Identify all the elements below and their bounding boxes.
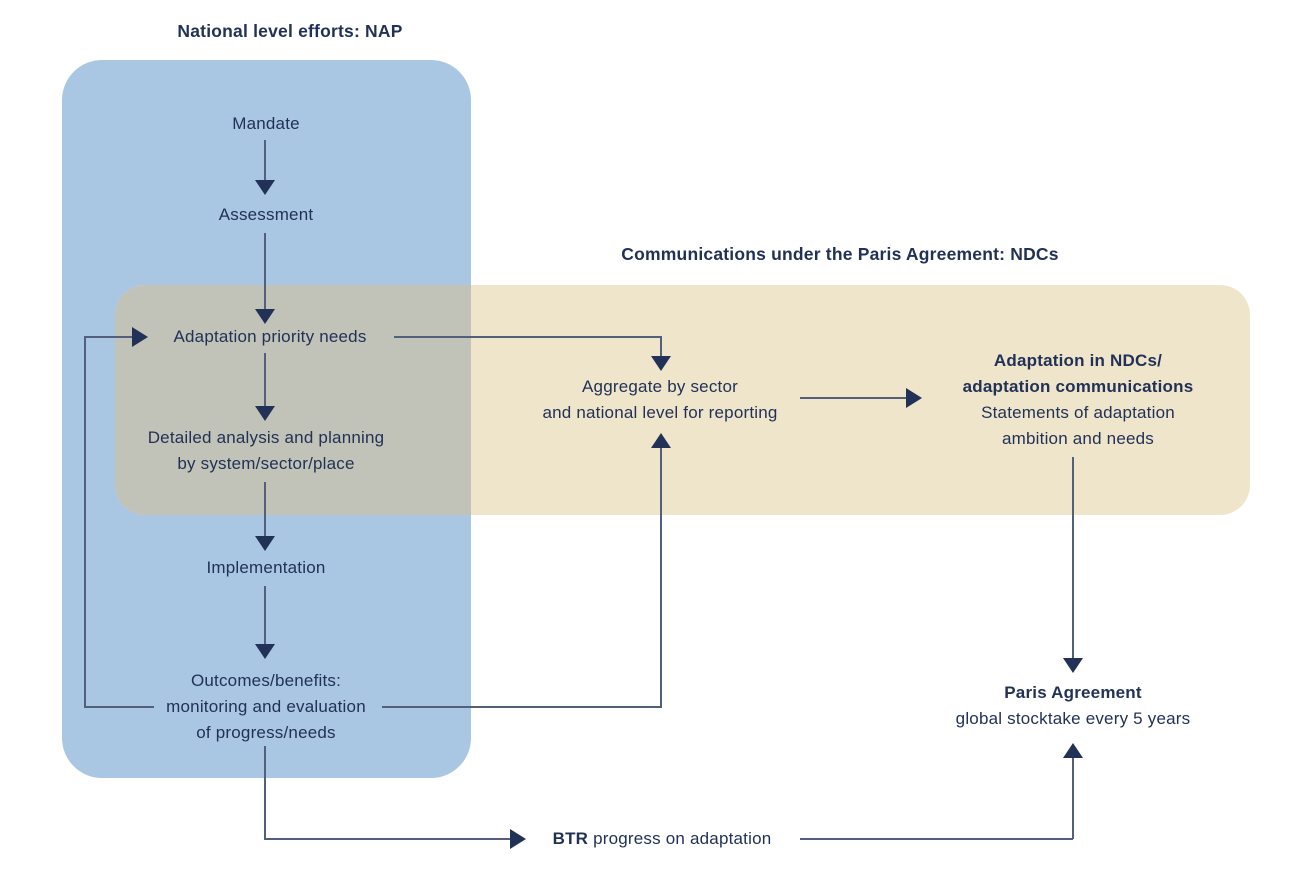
node-outcomes-monitoring: Outcomes/benefits: monitoring and evalua… [166, 671, 366, 742]
btr-label-rest: progress on adaptation [588, 829, 772, 848]
btr-label-bold: BTR [552, 829, 589, 848]
arrowhead-right-icon [510, 829, 526, 849]
connector-outcomes-aggregate-v [660, 448, 662, 708]
node-mandate: Mandate [232, 114, 300, 133]
connector-ndcs-paris [1072, 457, 1074, 658]
arrowhead-down-icon [651, 356, 671, 371]
node-implementation: Implementation [206, 558, 326, 577]
arrowhead-up-icon [651, 433, 671, 448]
connector-priority-detailed [264, 353, 266, 406]
arrowhead-down-icon [255, 536, 275, 551]
arrowhead-right-icon [132, 327, 148, 347]
ndc-section-title: Communications under the Paris Agreement… [621, 244, 1059, 264]
node-aggregate-by-sector: Aggregate by sector and national level f… [542, 377, 778, 422]
connector-priority-aggregate-h [394, 336, 662, 338]
arrowhead-right-icon [906, 388, 922, 408]
node-assessment: Assessment [218, 205, 314, 224]
node-detailed-analysis: Detailed analysis and planning by system… [147, 428, 385, 473]
connector-outcomes-aggregate-h [382, 706, 662, 708]
arrowhead-down-icon [255, 406, 275, 421]
connector-detailed-implementation [264, 482, 266, 536]
nap-section-title: National level efforts: NAP [177, 21, 403, 41]
connector-outcomes-btr-v [264, 746, 266, 839]
node-paris-agreement: Paris Agreement global stocktake every 5 … [956, 680, 1191, 732]
connector-btr-paris-v [1072, 758, 1074, 839]
node-adaptation-in-ndcs: Adaptation in NDCs/ adaptation communica… [963, 348, 1194, 452]
arrowhead-down-icon [255, 309, 275, 324]
connector-implementation-outcomes [264, 586, 266, 644]
node-adaptation-priority-needs: Adaptation priority needs [173, 327, 367, 346]
arrowhead-down-icon [1063, 658, 1083, 673]
connector-btr-paris-h [800, 838, 1073, 840]
nap-ndc-overlap-region [115, 285, 471, 515]
label-btr-progress: BTR progress on adaptation [553, 826, 772, 852]
paris-agreement-heading: Paris Agreement [1004, 683, 1142, 702]
adaptation-ndcs-heading: Adaptation in NDCs/ adaptation communica… [962, 351, 1194, 396]
connector-mandate-assessment [264, 140, 266, 180]
feedback-loop-vertical [84, 336, 86, 708]
arrowhead-up-icon [1063, 743, 1083, 758]
feedback-loop-top [84, 336, 132, 338]
paris-agreement-subtext: global stocktake every 5 years [955, 709, 1191, 728]
arrowhead-down-icon [255, 644, 275, 659]
adaptation-ndcs-subtext: Statements of adaptation ambition and ne… [981, 403, 1175, 448]
arrowhead-down-icon [255, 180, 275, 195]
feedback-loop-bottom [84, 706, 154, 708]
connector-priority-aggregate-v [660, 336, 662, 356]
connector-assessment-priority [264, 233, 266, 309]
connector-aggregate-ndcs [800, 397, 906, 399]
connector-outcomes-btr-h [264, 838, 510, 840]
